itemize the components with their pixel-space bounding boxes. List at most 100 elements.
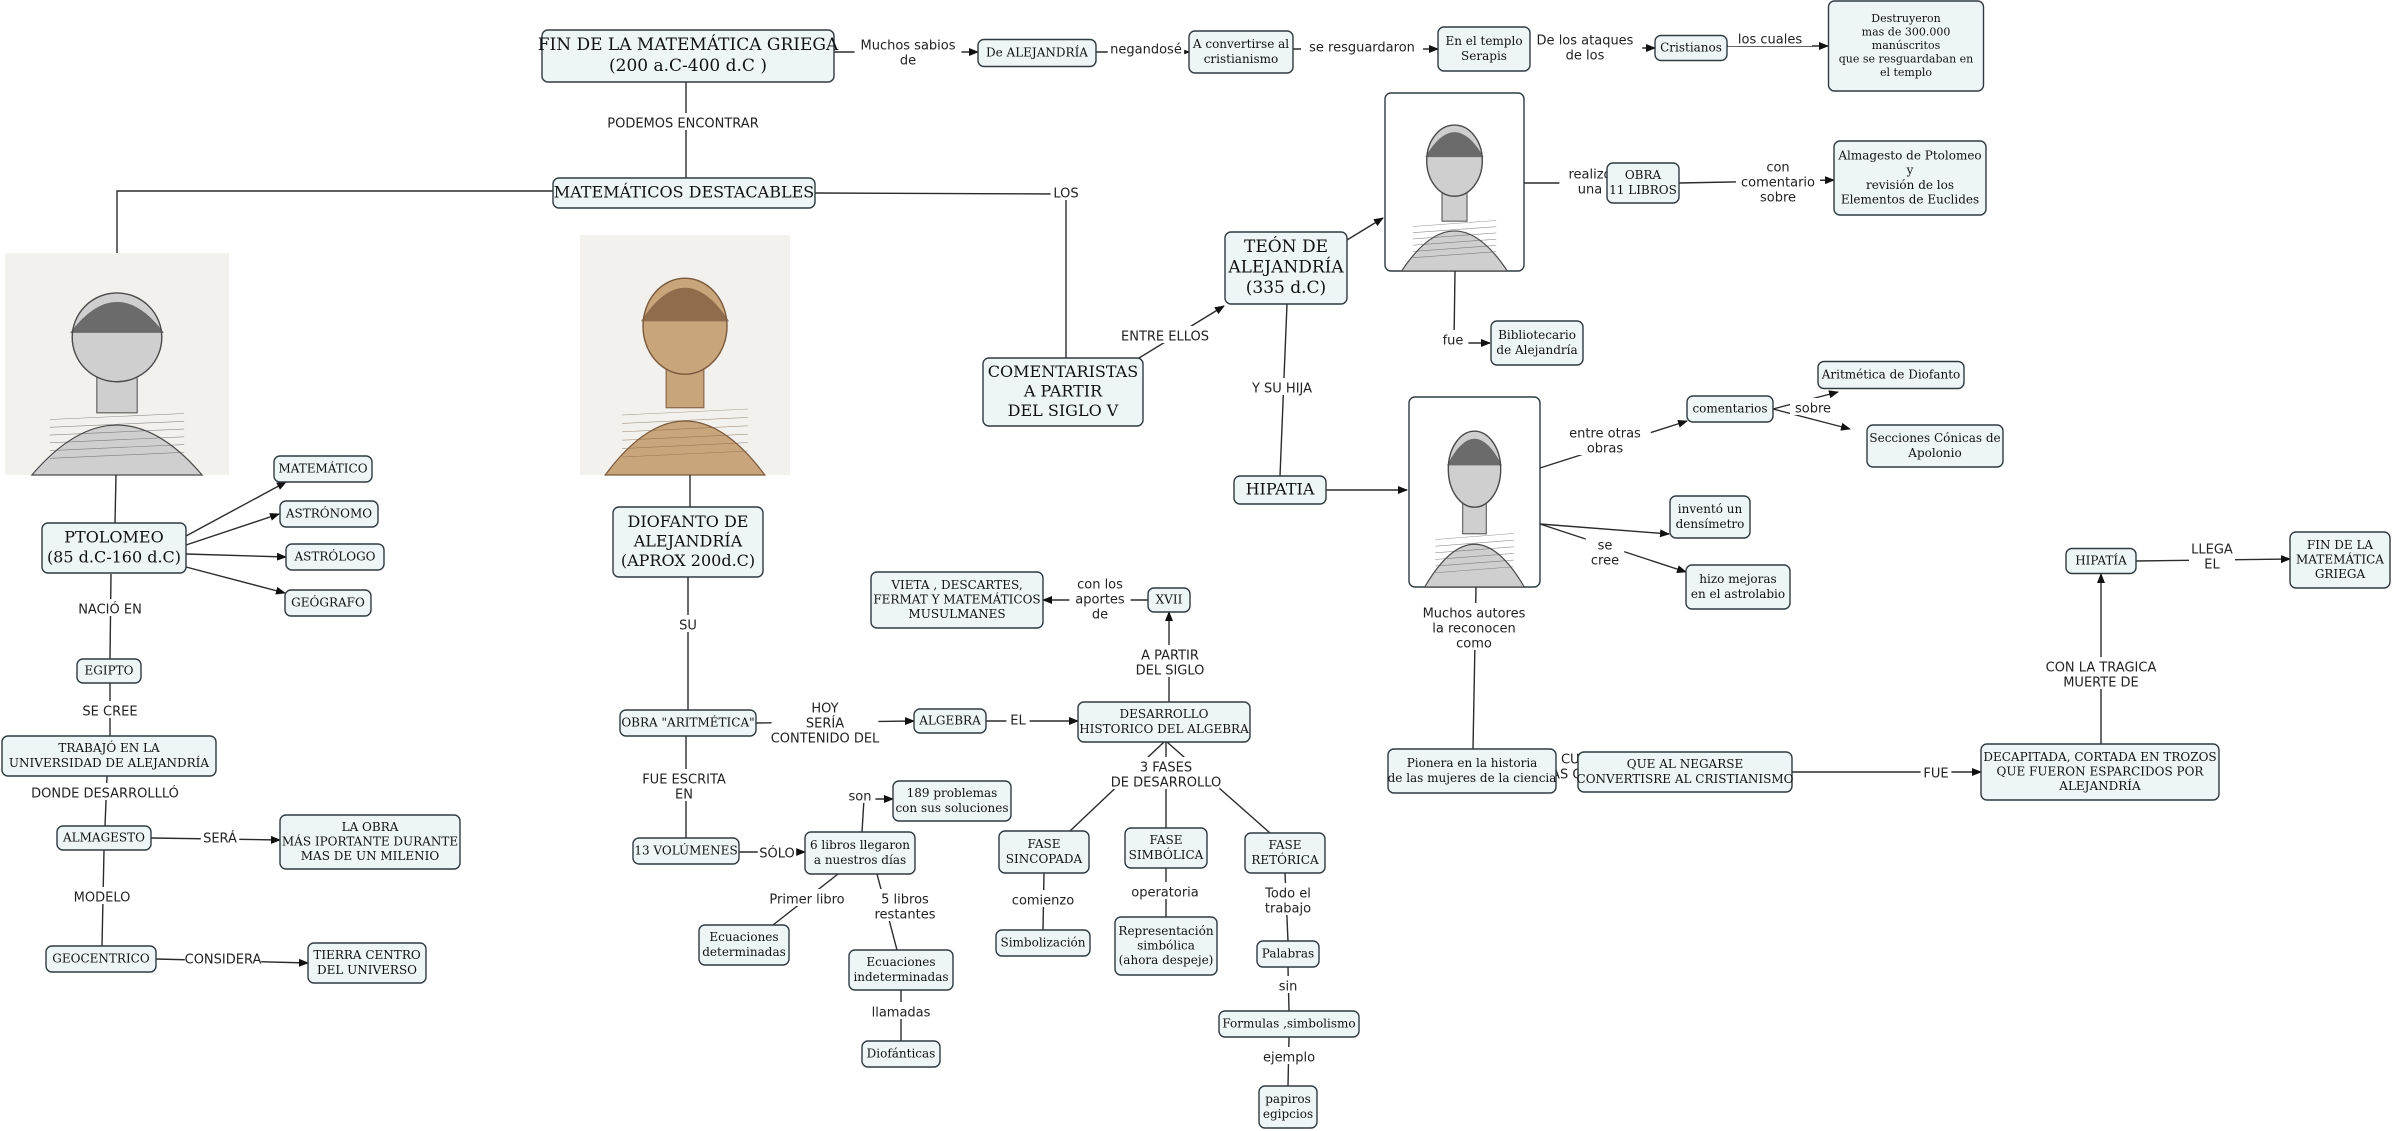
link-label-line: 5 libros (881, 893, 929, 908)
node-box (977, 38, 1097, 68)
node-almagesto[interactable]: ALMAGESTO (56, 825, 152, 851)
link-label-fue2: FUE (1920, 763, 1952, 782)
link-label-line: como (1456, 637, 1492, 652)
node-box (1980, 743, 2220, 801)
node-box (1233, 475, 1327, 505)
node-hipatia2[interactable]: HIPATÍA (2065, 547, 2137, 575)
node-astronomo[interactable]: ASTRÓNOMO (279, 500, 379, 528)
node-text-line: XVII (1156, 593, 1183, 607)
link-label-line: de (900, 54, 916, 69)
link-label-bg (844, 786, 876, 803)
node-box (1188, 30, 1294, 74)
node-obra-aritmetica[interactable]: OBRA "ARITMÉTICA" (619, 709, 757, 737)
node-alejandria[interactable]: De ALEJANDRÍA (977, 38, 1097, 68)
node-diofanticas[interactable]: Diofánticas (861, 1040, 941, 1068)
node-matematicos[interactable]: MATEMÁTICOS DESTACABLES (552, 177, 816, 209)
node-egipto[interactable]: EGIPTO (76, 658, 142, 684)
node-formulas[interactable]: Formulas ,simbolismo (1218, 1010, 1360, 1038)
node-text-line: GEOCENTRICO (52, 952, 150, 966)
node-palabras[interactable]: Palabras (1256, 940, 1320, 968)
node-text-line: que se resguardaban en (1839, 52, 1974, 65)
node-volumenes[interactable]: 13 VOLÚMENES (632, 837, 740, 865)
portrait-hatching (49, 436, 185, 444)
link-label-se-resguardaron: se resguardaron (1301, 37, 1423, 56)
node-text-line: 189 problemas (907, 786, 998, 800)
node-box (1606, 162, 1680, 204)
link-label-podemos: PODEMOS ENCONTRAR (607, 113, 759, 132)
node-text-line: DESARROLLO (1120, 707, 1209, 721)
node-aritmetica-diofanto[interactable]: Aritmética de Diofanto (1817, 360, 1965, 390)
node-box (56, 825, 152, 851)
link-label-line: MUERTE DE (2063, 676, 2139, 691)
portrait-hatching (1412, 245, 1497, 252)
link-label-line: SERÍA (806, 716, 844, 732)
node-simbolizacion[interactable]: Simbolización (995, 929, 1091, 957)
node-box (45, 945, 157, 973)
node-text-line: indeterminadas (853, 970, 948, 984)
link-label-line: cree (1591, 554, 1619, 569)
link-label-line: EL (2204, 558, 2220, 573)
node-text-line: (APROX 200d.C) (621, 551, 755, 570)
node-text-line: SIMBÓLICA (1129, 846, 1204, 862)
link-label-line: Muchos sabios (860, 39, 955, 54)
node-text-line: inventó un (1678, 502, 1743, 516)
link-label-bg (1736, 157, 1820, 204)
node-hipatia[interactable]: HIPATIA (1233, 475, 1327, 505)
link-label-bg (854, 35, 962, 67)
node-cristianos[interactable]: Cristianos (1654, 34, 1728, 62)
link-label-bg (866, 1002, 936, 1019)
node-ptolomeo[interactable]: PTOLOMEO(85 d.C-160 d.C) (41, 522, 187, 574)
node-text-line: TRABAJÓ EN LA (58, 739, 160, 755)
portrait-hatching (49, 428, 185, 436)
node-algebra[interactable]: ALGEBRA (913, 708, 987, 734)
node-text-line: LA OBRA (342, 820, 399, 834)
link-label-considera: CONSIDERA (185, 949, 261, 968)
node-vieta[interactable]: VIETA , DESCARTES,FERMAT Y MATEMÁTICOSMU… (870, 571, 1044, 629)
node-astrologo[interactable]: ASTRÓLOGO (285, 543, 385, 571)
connector-line (1539, 523, 1670, 538)
connector-line (1772, 408, 1851, 431)
link-label-sera: SERÁ (200, 828, 240, 847)
portrait-hatching (1435, 546, 1514, 554)
node-fin-griega[interactable]: FIN DE LA MATEMÁTICA GRIEGA(200 a.C-400 … (538, 29, 839, 83)
node-matematico[interactable]: MATEMÁTICO (273, 455, 373, 483)
node-text-line: FIN DE LA MATEMÁTICA GRIEGA (538, 34, 839, 55)
node-comentarios[interactable]: comentarios (1686, 395, 1774, 423)
node-geocentrico[interactable]: GEOCENTRICO (45, 945, 157, 973)
node-xvii[interactable]: XVII (1147, 587, 1191, 613)
link-label-line: realizó (1568, 168, 1611, 183)
link-label-line: HOY (811, 702, 838, 717)
connector-6 (116, 190, 554, 253)
node-geografo[interactable]: GEÓGRAFO (284, 589, 372, 617)
